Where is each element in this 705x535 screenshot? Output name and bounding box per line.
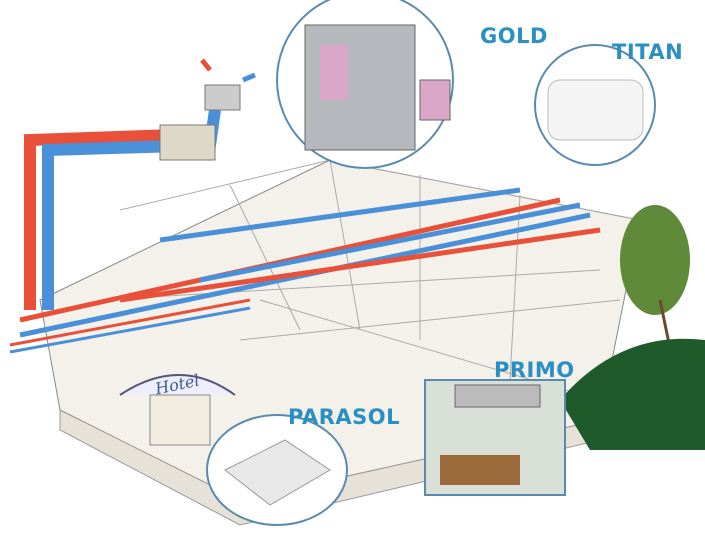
air-handling-unit [159, 124, 216, 161]
tree [620, 205, 690, 315]
intake-arrow-icon [242, 72, 256, 83]
parasol-label: PARASOL [288, 405, 400, 429]
gold-filter-door [419, 79, 451, 121]
primo-bed [440, 455, 520, 485]
primo-label: PRIMO [494, 358, 575, 382]
gold-filter [320, 45, 348, 100]
exhaust-arrow-icon [200, 58, 212, 72]
hotel-entrance [149, 394, 211, 446]
roof-unit [204, 84, 241, 111]
primo-unit-image [454, 384, 541, 408]
supply-duct-vertical [24, 129, 176, 310]
parasol-unit-image [224, 439, 331, 506]
titan-label: TITAN [612, 40, 684, 64]
hotel-canopy [119, 374, 236, 396]
gold-label: GOLD [480, 24, 548, 48]
lawn [560, 338, 705, 450]
titan-unit-image [547, 79, 644, 141]
duct-network [9, 187, 601, 354]
